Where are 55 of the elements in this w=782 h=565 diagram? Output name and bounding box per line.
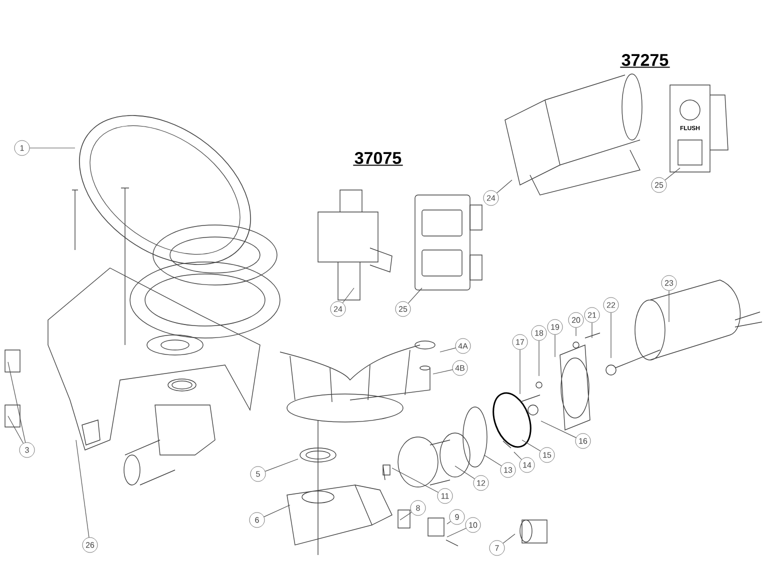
leader-line xyxy=(446,528,466,538)
callout-number: 1 xyxy=(14,140,30,156)
part-number-title: 37075 xyxy=(354,152,402,164)
leader-line xyxy=(502,534,516,544)
callout-number: 15 xyxy=(539,447,555,463)
callout-number: 4B xyxy=(452,360,468,376)
callout-number: 23 xyxy=(661,275,677,291)
callout-number: 9 xyxy=(449,509,465,525)
callout-number: 24 xyxy=(483,190,499,206)
leader-line xyxy=(400,512,412,520)
callout-number: 26 xyxy=(82,537,98,553)
leader-line xyxy=(538,340,540,376)
callout-number: 5 xyxy=(250,466,266,482)
callout-number: 16 xyxy=(575,433,591,449)
callout-number: 18 xyxy=(531,325,547,341)
leader-line xyxy=(446,521,451,524)
callout-number: 21 xyxy=(584,307,600,323)
leader-line xyxy=(540,420,576,438)
leader-line xyxy=(264,504,290,518)
leader-line xyxy=(76,440,90,538)
callout-number: 10 xyxy=(465,517,481,533)
callout-number: 14 xyxy=(519,457,535,473)
leader-line xyxy=(664,168,680,180)
leader-line xyxy=(610,312,612,358)
leader-line xyxy=(484,454,502,466)
callout-number: 25 xyxy=(395,301,411,317)
leader-line xyxy=(496,180,512,194)
leader-line xyxy=(392,468,438,493)
callout-number: 4A xyxy=(455,338,471,354)
leader-line xyxy=(8,362,26,443)
leader-line xyxy=(454,466,475,480)
callout-number: 6 xyxy=(249,512,265,528)
callout-number: 22 xyxy=(603,297,619,313)
callout-number: 11 xyxy=(437,488,453,504)
callout-number: 25 xyxy=(651,177,667,193)
leader-line xyxy=(342,288,354,304)
callout-number: 13 xyxy=(500,462,516,478)
callout-number: 8 xyxy=(410,500,426,516)
leader-line xyxy=(440,348,456,352)
part-number-title: 37275 xyxy=(622,54,668,66)
leader-line xyxy=(8,416,24,444)
leader-line xyxy=(668,290,670,322)
leader-line xyxy=(522,440,541,452)
callout-number: 7 xyxy=(489,540,505,556)
leader-line xyxy=(554,334,556,358)
leader-line xyxy=(408,288,422,304)
leader-line xyxy=(264,458,298,472)
callout-number: 17 xyxy=(512,334,528,350)
callout-number: 19 xyxy=(547,319,563,335)
leader-line xyxy=(432,369,453,374)
leader-line xyxy=(514,452,522,460)
callout-number: 12 xyxy=(473,475,489,491)
callout-number: 3 xyxy=(19,442,35,458)
callout-number: 20 xyxy=(568,312,584,328)
callout-number: 24 xyxy=(330,301,346,317)
